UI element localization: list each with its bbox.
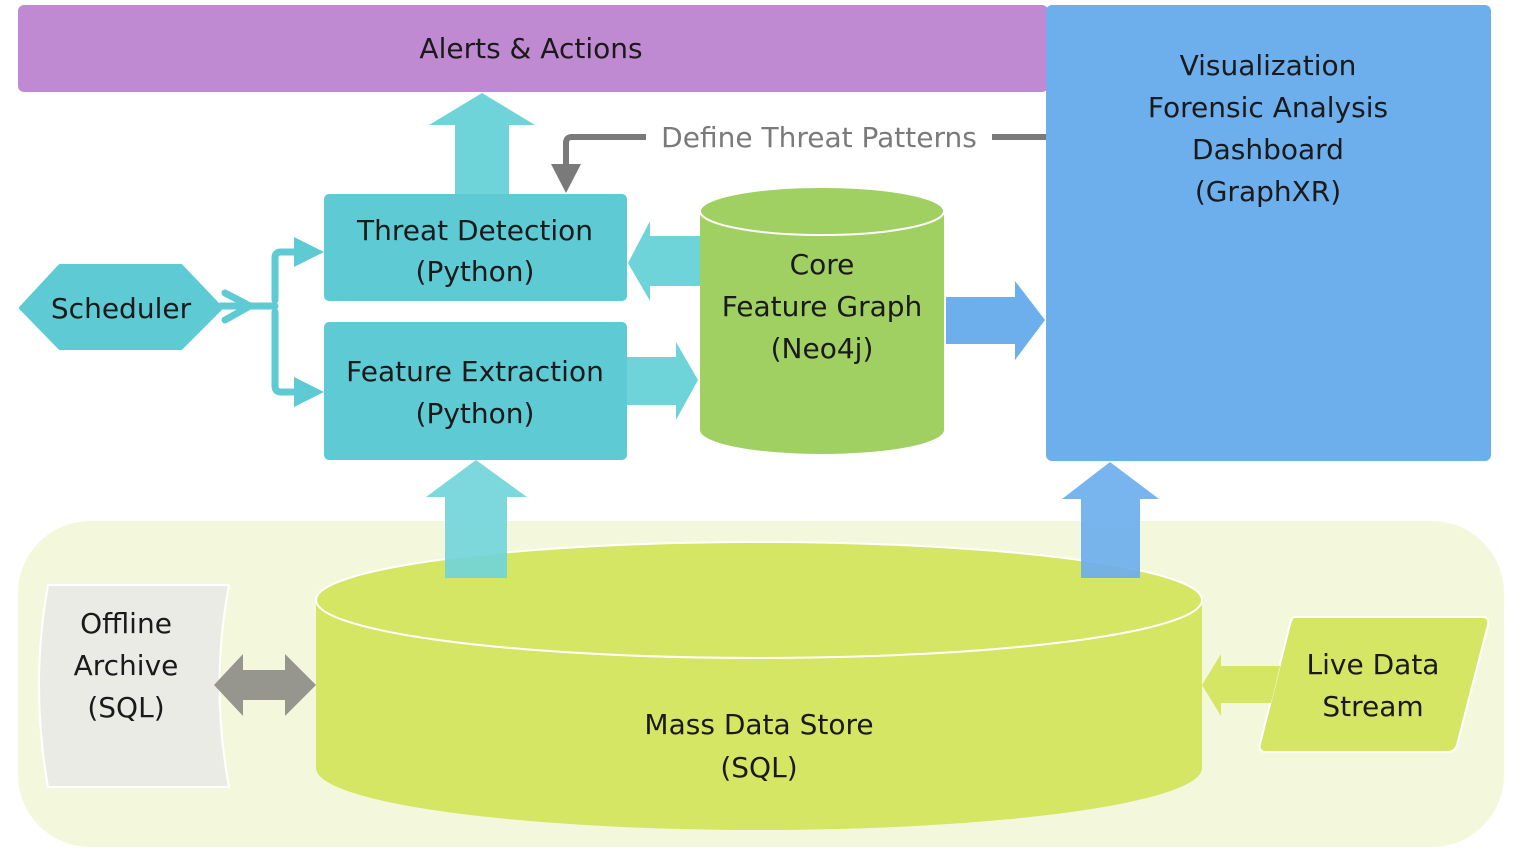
visualization-node[interactable]: Visualization Forensic Analysis Dashboar… xyxy=(1046,5,1491,461)
live-data-stream-node[interactable]: Live Data Stream xyxy=(1258,616,1490,753)
graph-to-visualization-arrow xyxy=(946,281,1045,360)
live-stream-label-line-1: Live Data xyxy=(1307,648,1440,681)
define-threat-patterns-arrowhead xyxy=(551,164,581,193)
visualization-label-line-4: (GraphXR) xyxy=(1195,175,1341,208)
feature-to-graph-arrow xyxy=(627,342,698,420)
offline-archive-label-line-1: Offline xyxy=(80,607,172,640)
store-to-visualization-arrow xyxy=(1062,462,1159,578)
threat-detection-label-line-1: Threat Detection xyxy=(356,214,593,247)
core-graph-label-line-3: (Neo4j) xyxy=(771,332,874,365)
scheduler-fork-upper xyxy=(271,248,299,304)
scheduler-to-threat-arrowhead xyxy=(294,237,324,267)
threat-detection-label-line-2: (Python) xyxy=(416,255,535,288)
alerts-actions-label: Alerts & Actions xyxy=(419,32,642,65)
mass-store-body xyxy=(316,600,1202,830)
scheduler-node[interactable]: Scheduler xyxy=(19,264,223,350)
offline-archive-label-line-2: Archive xyxy=(74,649,179,682)
feature-extraction-box xyxy=(324,322,627,460)
mass-store-top xyxy=(315,541,1203,659)
define-threat-patterns-label: Define Threat Patterns xyxy=(661,121,977,154)
visualization-label-line-1: Visualization xyxy=(1180,49,1357,82)
offline-archive-label-line-3: (SQL) xyxy=(87,691,164,724)
mass-store-label-line-2: (SQL) xyxy=(720,751,797,784)
threat-detection-box xyxy=(324,194,627,301)
core-graph-top xyxy=(699,186,945,236)
mass-data-store-node[interactable]: Mass Data Store (SQL) xyxy=(315,541,1203,830)
define-threat-patterns-edge: Define Threat Patterns xyxy=(551,121,1046,193)
archive-store-double-arrow xyxy=(214,654,316,716)
graph-to-threat-arrow xyxy=(628,221,700,301)
threat-detection-node[interactable]: Threat Detection (Python) xyxy=(324,194,627,301)
live-stream-label-line-2: Stream xyxy=(1322,690,1423,723)
scheduler-fork-lower xyxy=(271,308,299,396)
scheduler-to-feature-arrowhead xyxy=(294,377,324,407)
core-graph-body xyxy=(700,211,944,454)
feature-extraction-node[interactable]: Feature Extraction (Python) xyxy=(324,322,627,460)
alerts-actions-box xyxy=(18,5,1048,92)
offline-archive-shape xyxy=(38,584,231,788)
feature-extraction-label-line-2: (Python) xyxy=(416,397,535,430)
visualization-label-line-3: Dashboard xyxy=(1192,133,1344,166)
stream-to-store-arrow xyxy=(1202,654,1280,716)
core-graph-label-line-2: Feature Graph xyxy=(722,290,923,323)
visualization-box xyxy=(1046,5,1491,461)
scheduler-label: Scheduler xyxy=(51,292,192,325)
alerts-actions-node[interactable]: Alerts & Actions xyxy=(18,5,1048,92)
define-threat-patterns-line-left xyxy=(563,134,646,168)
live-stream-shape xyxy=(1258,616,1490,753)
scheduler-fork-connector xyxy=(217,248,299,396)
threat-to-alerts-arrow xyxy=(429,93,535,194)
mass-store-label-line-1: Mass Data Store xyxy=(644,708,873,741)
offline-archive-node[interactable]: Offline Archive (SQL) xyxy=(38,584,231,788)
core-graph-label-line-1: Core xyxy=(790,248,855,281)
visualization-label-line-2: Forensic Analysis xyxy=(1148,91,1388,124)
store-to-feature-arrow xyxy=(426,460,527,578)
feature-extraction-label-line-1: Feature Extraction xyxy=(346,355,604,388)
core-feature-graph-node[interactable]: Core Feature Graph (Neo4j) xyxy=(699,186,945,454)
